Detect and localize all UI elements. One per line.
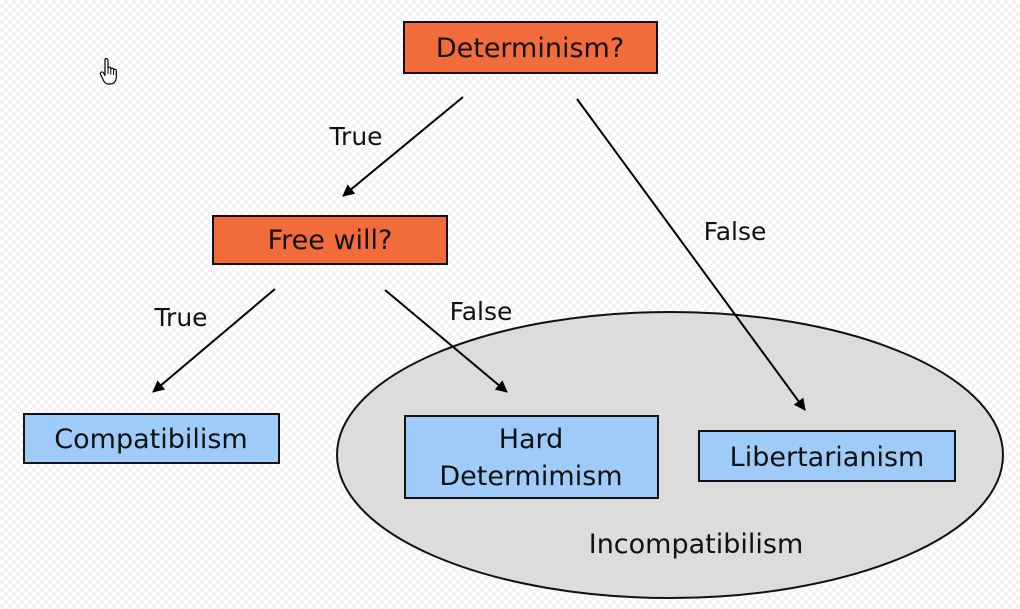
node-hard-determinism-label-line1: Hard <box>499 424 564 455</box>
group-incompatibilism-label: Incompatibilism <box>589 529 804 560</box>
edge-label-free-will-true: True <box>153 303 207 332</box>
edge-determinism-true <box>342 96 464 197</box>
node-compatibilism-box <box>23 413 280 464</box>
node-libertarianism-box <box>698 430 956 482</box>
hand-pointer-icon <box>99 58 117 85</box>
node-compatibilism: Compatibilism <box>23 413 280 464</box>
edge-label-determinism-true: True <box>328 122 382 151</box>
node-determinism-box <box>403 21 658 74</box>
edge-label-determinism-false: False <box>704 217 767 246</box>
node-hard-determinism-box <box>404 415 659 499</box>
edge-label-free-will-false: False <box>450 297 513 326</box>
node-free-will-box <box>212 215 448 265</box>
edge-free-will-false <box>384 289 508 393</box>
node-compatibilism-label: Compatibilism <box>54 424 247 455</box>
node-hard-determinism: Hard Determimism <box>404 415 659 499</box>
edge-determinism-false <box>576 98 806 411</box>
node-free-will-label: Free will? <box>268 225 393 256</box>
edge-free-will-true <box>152 288 276 393</box>
node-libertarianism-label: Libertarianism <box>730 442 925 473</box>
node-libertarianism: Libertarianism <box>698 430 956 482</box>
node-free-will: Free will? <box>212 215 448 265</box>
node-determinism: Determinism? <box>403 21 658 74</box>
node-determinism-label: Determinism? <box>436 33 624 64</box>
node-hard-determinism-label-line2: Determimism <box>439 461 622 492</box>
